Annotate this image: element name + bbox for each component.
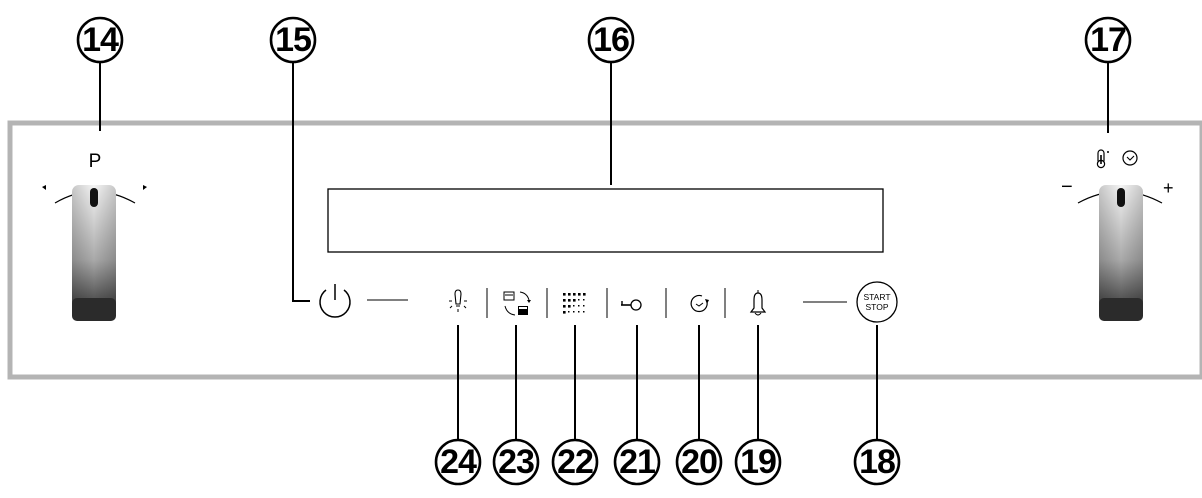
callout-leaders — [99, 62, 1109, 440]
clock-icon — [1122, 150, 1138, 166]
start-stop-button[interactable] — [856, 281, 898, 323]
power-icon[interactable] — [319, 284, 351, 318]
timer-icon[interactable] — [690, 294, 709, 313]
callout-16: 16 — [593, 21, 630, 59]
callout-circles — [76, 16, 1132, 486]
callout-14: 14 — [82, 21, 119, 59]
thermometer-icon — [1096, 149, 1109, 169]
right-knob[interactable] — [1077, 185, 1163, 321]
display-window — [327, 188, 884, 253]
bell-icon[interactable] — [749, 290, 767, 316]
key-icon[interactable] — [621, 299, 642, 311]
callout-19: 19 — [740, 443, 777, 481]
callout-20: 20 — [681, 443, 718, 481]
callout-21: 21 — [619, 443, 656, 481]
left-knob[interactable] — [42, 185, 147, 321]
callout-15: 15 — [275, 21, 312, 59]
dot-grid-icon[interactable] — [563, 293, 586, 314]
callout-18: 18 — [859, 443, 896, 481]
minus-symbol: − — [1061, 176, 1073, 198]
callout-17: 17 — [1090, 21, 1127, 59]
switch-mode-icon[interactable] — [503, 291, 531, 316]
plus-symbol: + — [1163, 178, 1174, 198]
lamp-icon[interactable] — [449, 289, 467, 312]
program-symbol: P — [88, 151, 102, 172]
start-label: START — [863, 292, 891, 302]
stop-label: STOP — [865, 302, 889, 312]
callout-23: 23 — [498, 443, 535, 481]
callout-24: 24 — [440, 443, 477, 481]
callout-22: 22 — [557, 443, 594, 481]
